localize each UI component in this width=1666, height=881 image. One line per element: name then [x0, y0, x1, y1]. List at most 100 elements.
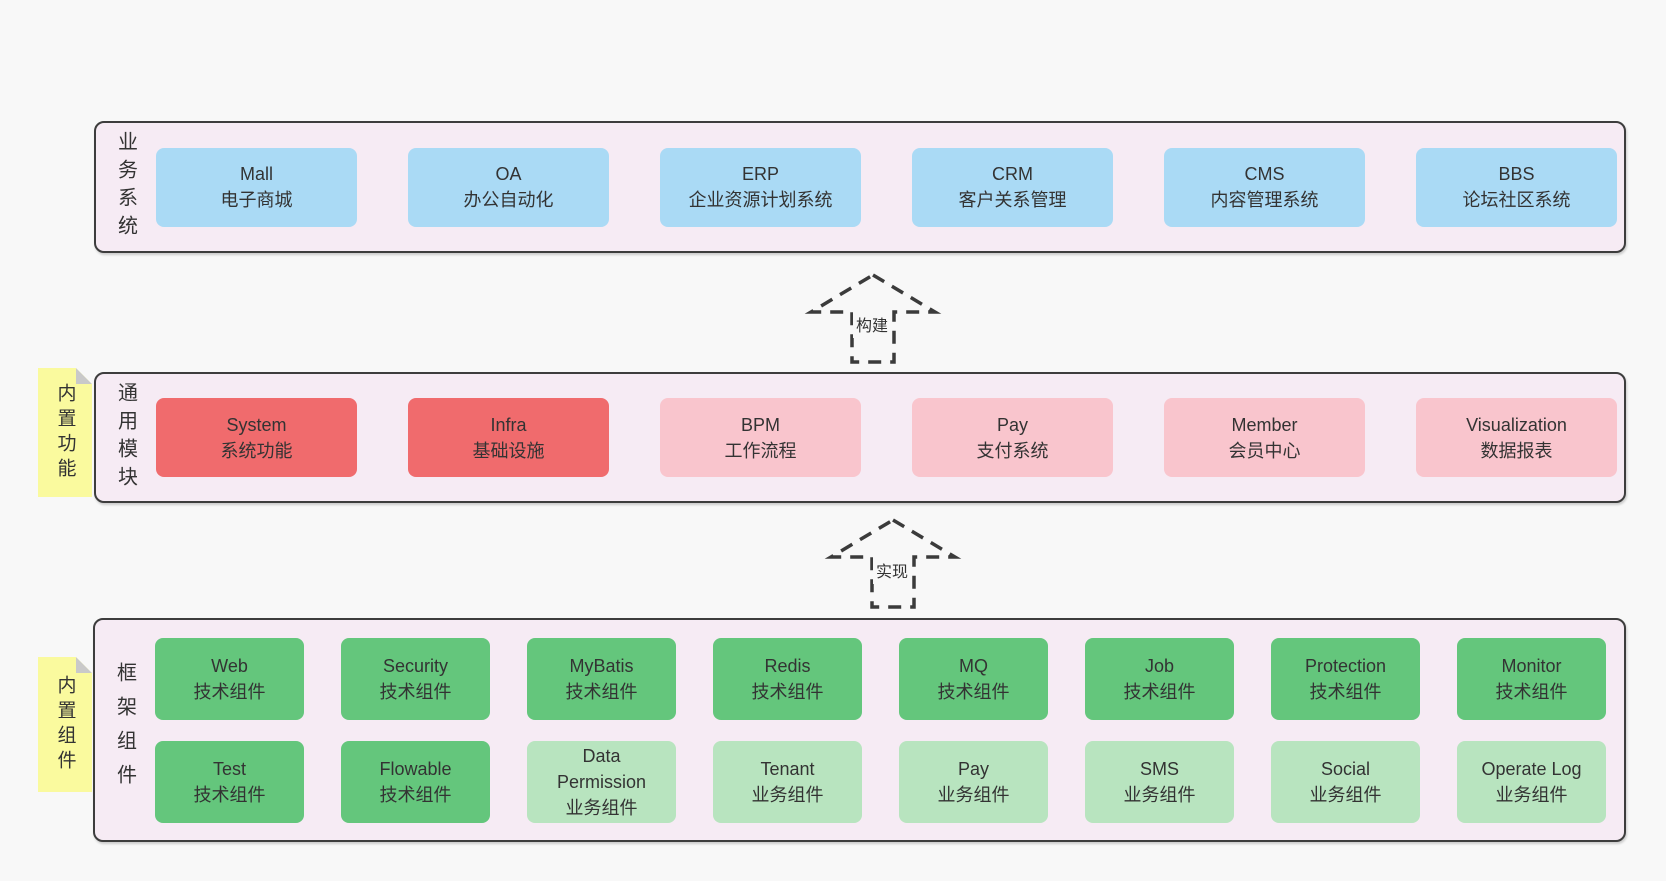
module-title: Member — [1231, 414, 1298, 435]
module-box-infra: Infra 基础设施 — [408, 398, 609, 477]
module-box-social: Social 业务组件 — [1271, 741, 1420, 823]
module-box-erp: ERP 企业资源计划系统 — [660, 147, 861, 227]
module-box-mq: MQ 技术组件 — [899, 638, 1048, 720]
module-subtitle: 业务组件 — [1495, 785, 1568, 805]
module-subtitle: 技术组件 — [937, 682, 1010, 702]
layer-common-modules-label: 通用模块 — [114, 381, 137, 494]
layer-label-wrap: 通用模块 — [96, 374, 156, 501]
folded-corner-icon — [76, 368, 92, 384]
module-subtitle: 内容管理系统 — [1210, 190, 1319, 210]
module-title: Redis — [764, 656, 811, 676]
module-subtitle: 技术组件 — [751, 682, 824, 702]
module-title: System — [226, 414, 287, 435]
module-box-protection: Protection 技术组件 — [1271, 638, 1420, 720]
module-subtitle: 办公自动化 — [463, 190, 554, 210]
module-box-job: Job 技术组件 — [1085, 638, 1234, 720]
module-box-pay: Pay 业务组件 — [899, 741, 1048, 823]
module-title: MQ — [959, 656, 988, 676]
module-box-crm: CRM 客户关系管理 — [912, 147, 1113, 227]
module-subtitle: 数据报表 — [1480, 440, 1553, 461]
module-title: Social — [1320, 759, 1371, 779]
module-title: Flowable — [379, 759, 452, 779]
module-title: BPM — [740, 414, 780, 435]
module-subtitle: 技术组件 — [1309, 682, 1382, 702]
module-box-bbs: BBS 论坛社区系统 — [1416, 147, 1617, 227]
layer-business-systems-label: 业务系统 — [114, 131, 137, 243]
module-title: BBS — [1498, 164, 1535, 184]
module-title: ERP — [741, 164, 779, 184]
folded-corner-icon — [76, 657, 92, 673]
module-subtitle: 系统功能 — [220, 440, 293, 461]
module-box-operate-log: Operate Log 业务组件 — [1457, 741, 1606, 823]
module-subtitle: 业务组件 — [1123, 785, 1196, 805]
module-box-pay: Pay 支付系统 — [912, 398, 1113, 477]
layer-framework-components-label: 框架组件 — [113, 662, 136, 798]
module-title: Test — [212, 759, 246, 779]
implement-arrow-label: 实现 — [873, 556, 912, 584]
build-arrow-up-icon — [804, 272, 942, 364]
layer-label-wrap: 业务系统 — [96, 123, 156, 251]
module-title: Visualization — [1466, 414, 1567, 435]
module-title: MyBatis — [569, 656, 634, 676]
module-subtitle: 客户关系管理 — [958, 190, 1067, 210]
module-box-tenant: Tenant 业务组件 — [713, 741, 862, 823]
build-arrow-outline — [804, 272, 942, 364]
module-box-bpm: BPM 工作流程 — [660, 398, 861, 477]
module-title: CMS — [1244, 164, 1285, 184]
module-title: Tenant — [760, 759, 815, 779]
module-subtitle: 业务组件 — [1309, 785, 1382, 805]
business-systems-box-row: Mall 电子商城 OA 办公自动化 ERP 企业资源计划系统 CRM 客户关系管理 CMS 内容… — [156, 123, 1617, 251]
module-title: Infra — [490, 414, 527, 435]
sticky-note-builtin-components-text: 内置组件 — [54, 674, 76, 775]
sticky-note-builtin-features-text: 内置功能 — [54, 382, 76, 483]
module-title: Pay — [957, 759, 990, 779]
module-box-system: System 系统功能 — [156, 398, 357, 477]
module-title: Operate Log — [1481, 759, 1582, 779]
implement-arrow-outline — [824, 517, 962, 609]
module-box-cms: CMS 内容管理系统 — [1164, 147, 1365, 227]
module-subtitle: 工作流程 — [724, 440, 797, 461]
module-subtitle: 支付系统 — [976, 440, 1049, 461]
module-title: Data Permission — [556, 746, 647, 792]
module-subtitle: 技术组件 — [193, 682, 266, 702]
module-title: Job — [1144, 656, 1175, 676]
module-subtitle: 技术组件 — [193, 785, 266, 805]
module-box-test: Test 技术组件 — [155, 741, 304, 823]
module-box-redis: Redis 技术组件 — [713, 638, 862, 720]
module-title: Protection — [1304, 656, 1387, 676]
module-subtitle: 电子商城 — [220, 190, 293, 210]
module-subtitle: 技术组件 — [565, 682, 638, 702]
module-subtitle: 基础设施 — [472, 440, 545, 461]
module-subtitle: 技术组件 — [1123, 682, 1196, 702]
module-subtitle: 业务组件 — [937, 785, 1010, 805]
sticky-note-builtin-features: 内置功能 — [38, 368, 92, 497]
module-title: Pay — [996, 414, 1029, 435]
module-subtitle: 企业资源计划系统 — [688, 190, 833, 210]
module-title: Mall — [239, 164, 273, 184]
module-box-sms: SMS 业务组件 — [1085, 741, 1234, 823]
module-title: OA — [495, 164, 522, 184]
module-box-oa: OA 办公自动化 — [408, 147, 609, 227]
module-title: CRM — [992, 164, 1033, 184]
module-subtitle: 论坛社区系统 — [1462, 190, 1571, 210]
module-title: Security — [382, 656, 449, 676]
layer-business-systems: 业务系统 Mall 电子商城 OA 办公自动化 ERP 企业资源计划系统 CRM 客户关系管理… — [94, 121, 1626, 253]
module-title: SMS — [1139, 759, 1179, 779]
module-subtitle: 技术组件 — [379, 785, 452, 805]
module-box-mybatis: MyBatis 技术组件 — [527, 638, 676, 720]
module-box-flowable: Flowable 技术组件 — [341, 741, 490, 823]
module-subtitle: 业务组件 — [751, 785, 824, 805]
module-box-mall: Mall 电子商城 — [156, 147, 357, 227]
module-title: Monitor — [1501, 656, 1562, 676]
